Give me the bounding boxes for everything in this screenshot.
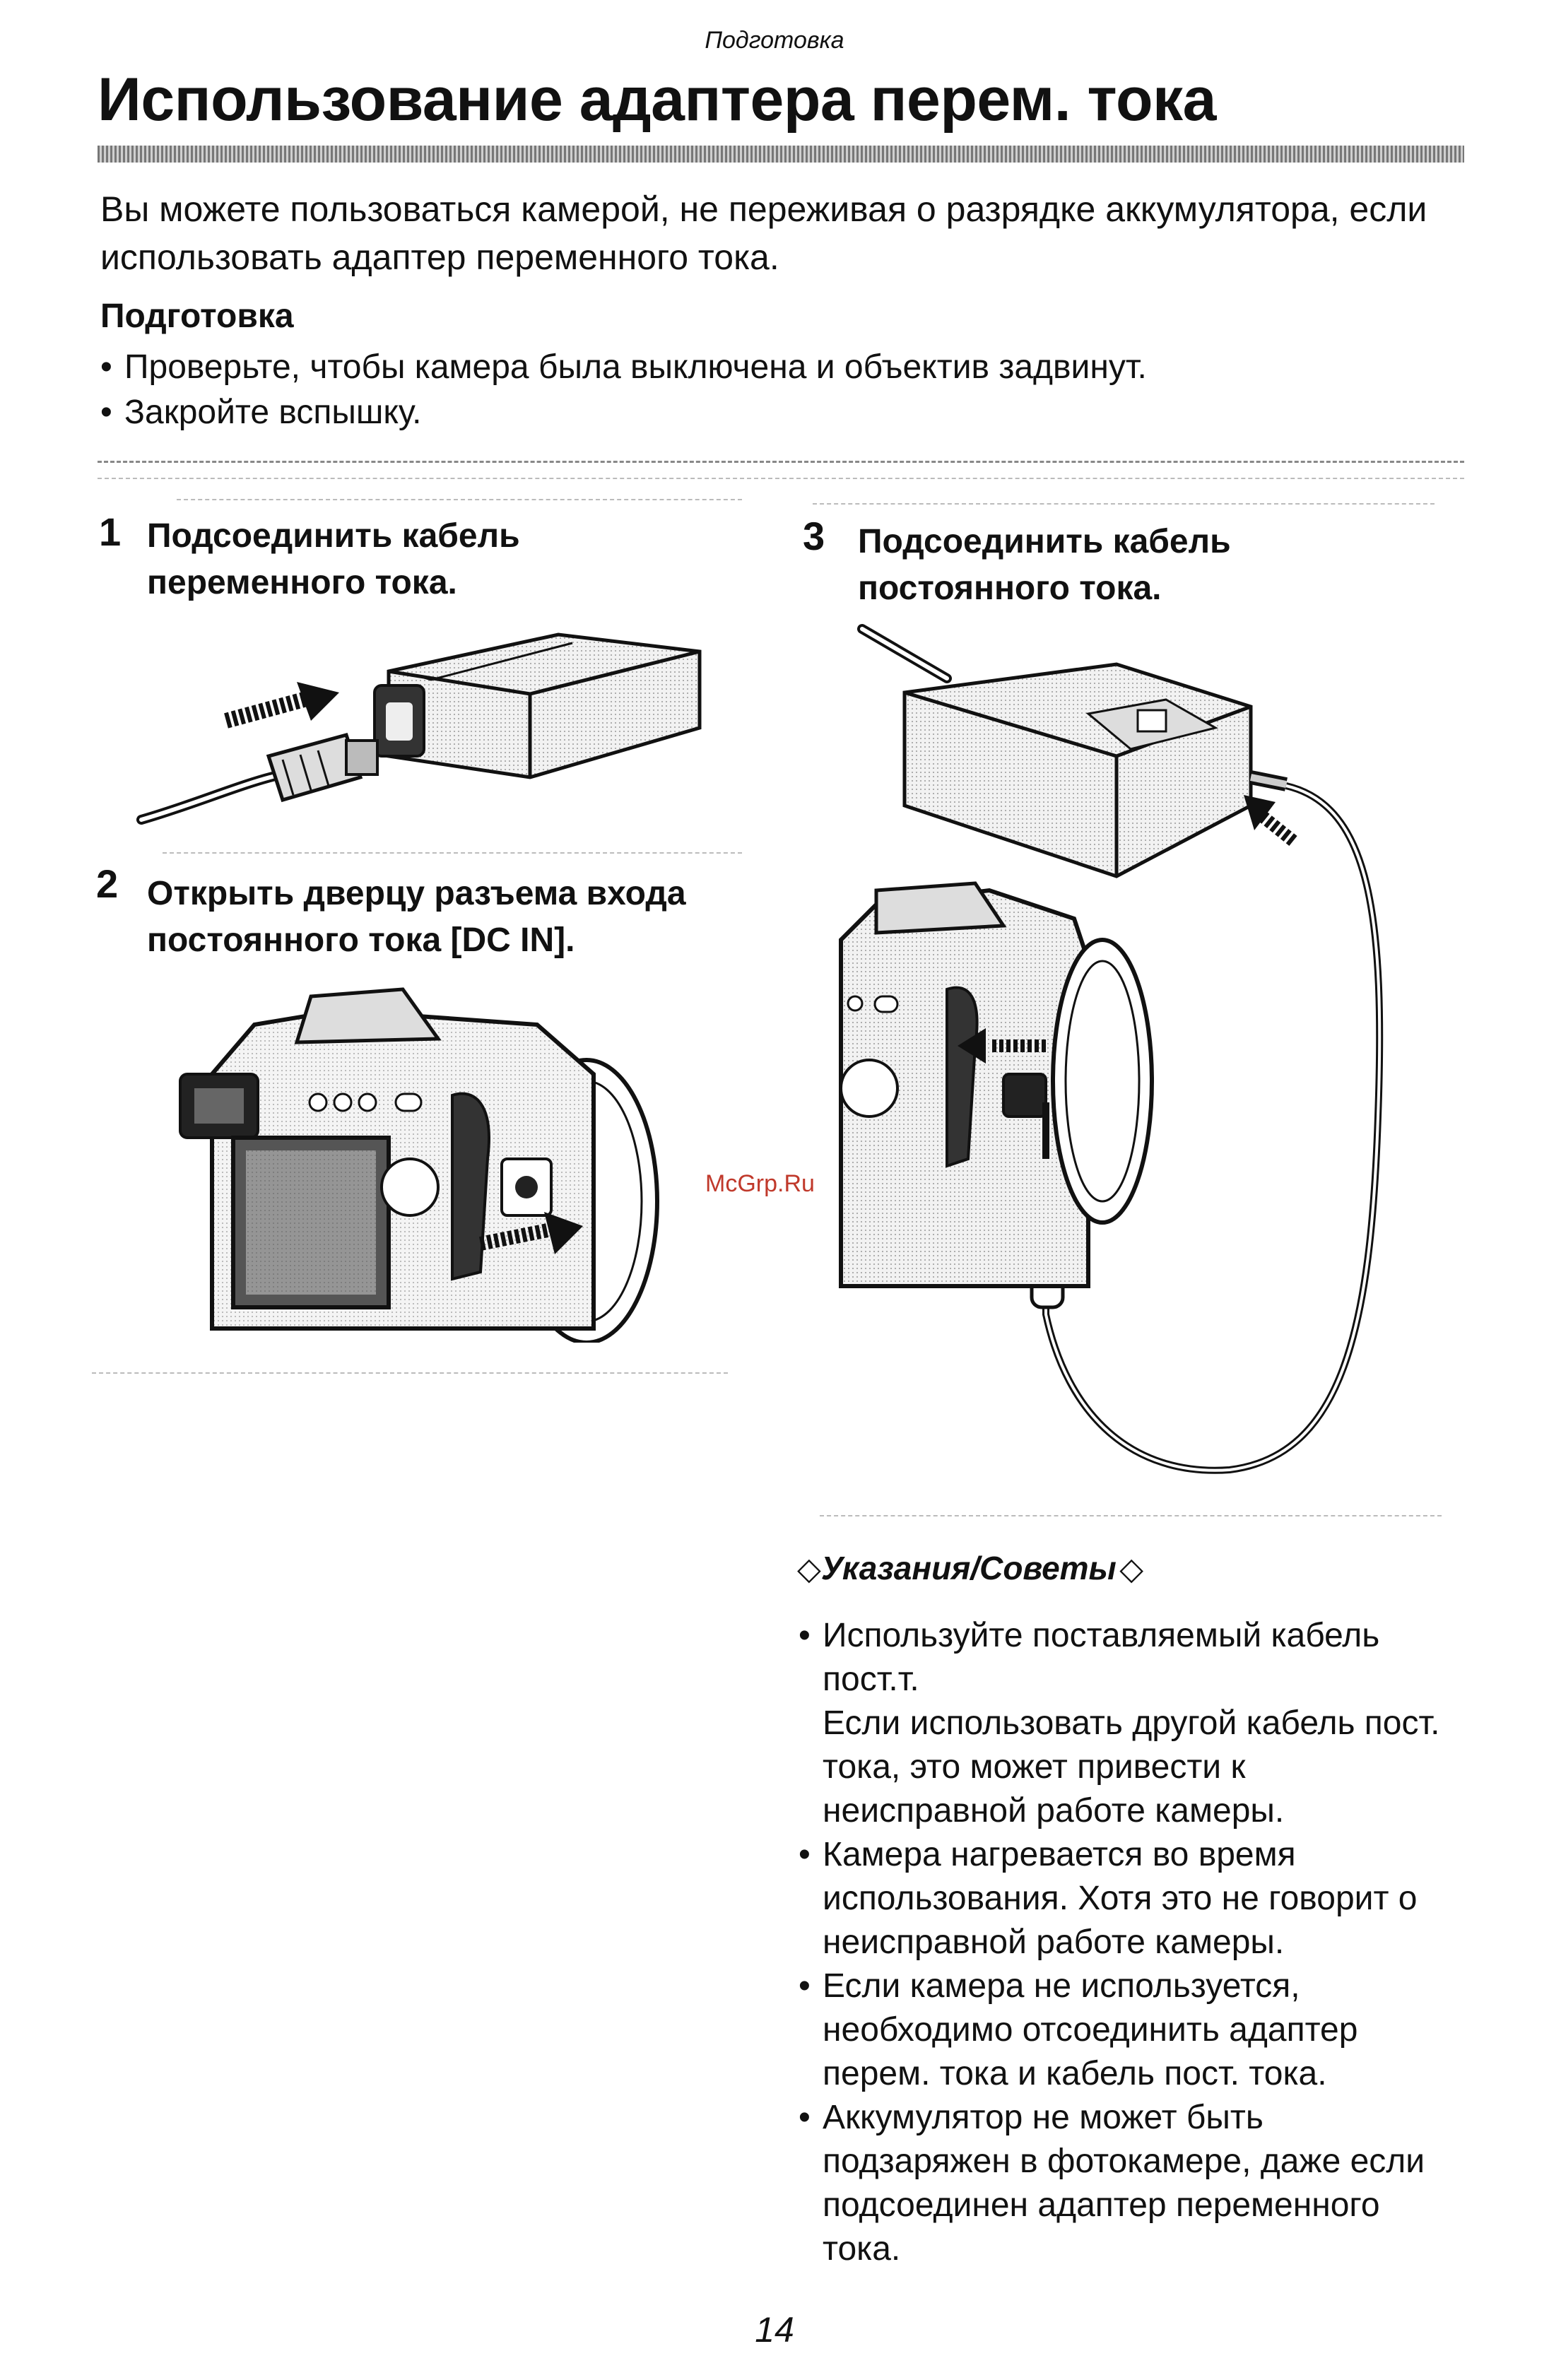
bullet-icon: • [100,348,112,386]
step-3-number: 3 [803,514,825,558]
step-1-number: 1 [99,509,122,554]
intro-paragraph: Вы можете пользоваться камерой, не переж… [100,189,1427,277]
section-header: Подготовка [705,27,844,54]
page-title: Использование адаптера перем. тока [98,66,1216,134]
tips-list: • Используйте поставляемый кабель пост.т… [799,1614,1456,2271]
list-item: • Аккумулятор не может быть подзаряжен в… [799,2096,1456,2271]
preparation-list: •Проверьте, чтобы камера была выключена … [100,345,1464,435]
ac-adapter-illustration [136,632,702,825]
bullet-icon: • [100,394,112,431]
title-underline [98,146,1464,163]
diamond-icon: ◇ [797,1552,821,1586]
preparation-heading: Подготовка [100,298,294,335]
watermark: McGrp.Ru [705,1170,815,1197]
bullet-icon: • [799,1617,811,1654]
bullet-icon: • [799,1836,811,1873]
step-divider [177,499,742,500]
section-divider [98,461,1464,463]
step-2-text: Открыть дверцу разъема входа постоянного… [147,875,686,959]
section-divider [98,478,1464,479]
list-item: • Если камера не используется, необходим… [799,1964,1456,2096]
step-divider [163,852,742,854]
list-item: •Проверьте, чтобы камера была выключена … [100,345,1464,390]
list-item: • Камера нагревается во время использова… [799,1833,1456,1964]
bullet-icon: • [799,1967,811,2005]
bullet-icon: • [799,2099,811,2136]
tips-heading: ◇Указания/Советы ◇ [797,1550,1144,1586]
step-3-text: Подсоединить кабель постоянного тока. [858,523,1231,607]
list-item: •Закройте вспышку. [100,390,1464,435]
diamond-icon: ◇ [1119,1552,1144,1586]
step-1-text: Подсоединить кабель переменного тока. [147,517,520,601]
section-divider [820,1515,1442,1516]
dc-cable-connection-illustration [839,624,1384,1474]
page-number: 14 [755,2310,794,2350]
step-2-number: 2 [96,861,119,906]
step-divider [92,1372,728,1374]
step-divider [813,503,1435,505]
list-item: • Используйте поставляемый кабель пост.т… [799,1614,1456,1833]
camera-dc-in-door-illustration [179,987,659,1343]
